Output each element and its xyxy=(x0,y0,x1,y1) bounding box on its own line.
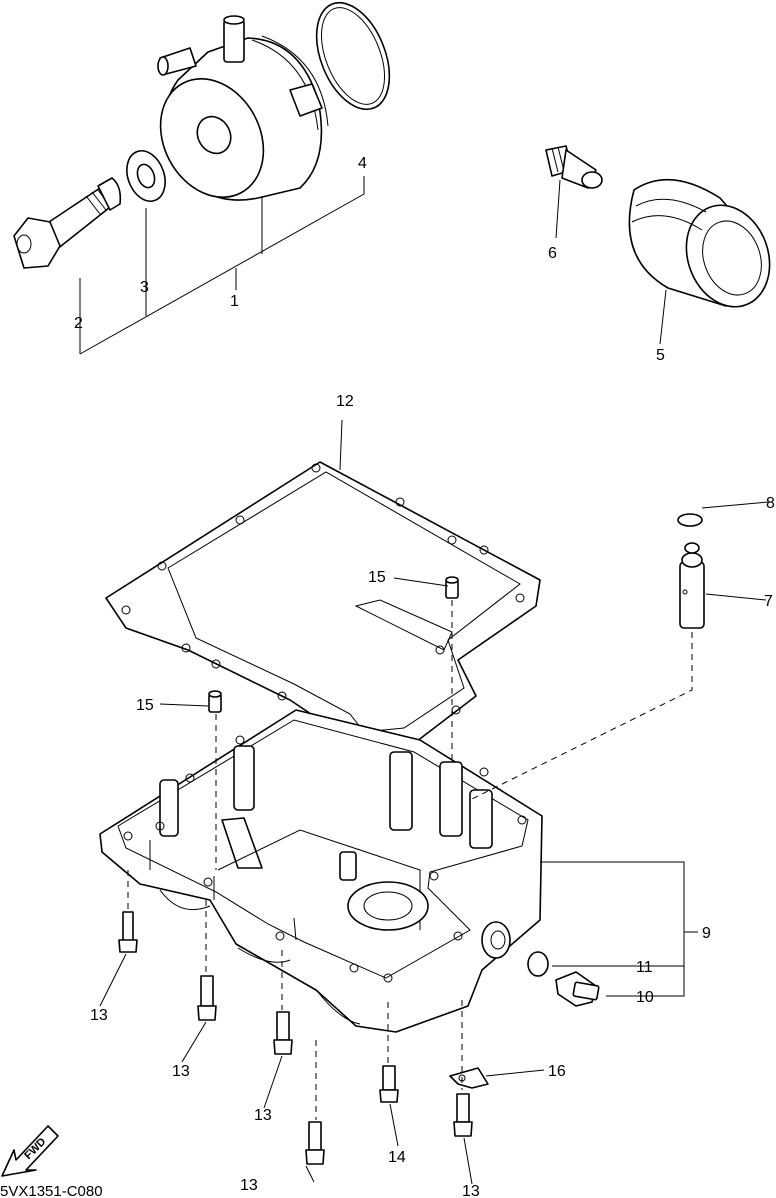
label-part-13-a: 13 xyxy=(90,1007,108,1024)
label-part-13-d: 13 xyxy=(240,1177,258,1194)
pipe-o-ring xyxy=(677,513,703,527)
label-part-13-b: 13 xyxy=(172,1063,190,1080)
label-part-15-b: 15 xyxy=(136,697,154,714)
bolt-13-c xyxy=(273,1011,293,1055)
bolt-14 xyxy=(379,1065,399,1103)
bolt-13-d xyxy=(305,1121,325,1165)
label-part-9: 9 xyxy=(702,925,711,942)
oil-cooler xyxy=(157,15,329,201)
label-part-13-c: 13 xyxy=(254,1107,272,1124)
label-part-12: 12 xyxy=(336,393,354,410)
part-number-labels: 1 2 3 4 5 6 7 8 9 10 11 12 13 13 13 13 1… xyxy=(74,155,775,1198)
label-part-8: 8 xyxy=(766,495,775,512)
fitting xyxy=(545,145,603,189)
union-bolt xyxy=(13,177,122,269)
drawing-code: 5VX1351-C080 xyxy=(0,1183,103,1198)
label-part-13-e: 13 xyxy=(462,1183,480,1198)
oil-filter xyxy=(628,178,771,308)
dowel-pin-upper xyxy=(445,576,459,599)
label-part-3: 3 xyxy=(140,279,149,296)
bolt-13-b xyxy=(197,975,217,1021)
label-part-14: 14 xyxy=(388,1149,406,1166)
label-part-16: 16 xyxy=(548,1063,566,1080)
oil-pan xyxy=(99,709,543,1033)
label-part-7: 7 xyxy=(764,593,773,610)
drain-bolt xyxy=(555,971,600,1007)
label-part-2: 2 xyxy=(74,315,83,332)
label-part-4: 4 xyxy=(358,155,367,172)
drain-washer xyxy=(527,951,549,977)
bolt-13-a xyxy=(118,911,138,953)
label-part-6: 6 xyxy=(548,245,557,262)
bracket xyxy=(449,1067,489,1089)
o-ring xyxy=(315,1,391,111)
label-part-15-a: 15 xyxy=(368,569,386,586)
label-part-5: 5 xyxy=(656,347,665,364)
label-part-11: 11 xyxy=(636,959,653,976)
dowel-pin-lower xyxy=(208,690,222,713)
label-part-10: 10 xyxy=(636,989,654,1006)
leader-lines xyxy=(79,176,769,1185)
oil-pipe xyxy=(679,542,705,629)
washer xyxy=(126,150,166,202)
bolt-13-e xyxy=(453,1093,473,1137)
label-part-1: 1 xyxy=(230,293,239,310)
oil-pan-gasket xyxy=(105,461,541,757)
fwd-arrow-icon: FWD xyxy=(1,1125,59,1177)
